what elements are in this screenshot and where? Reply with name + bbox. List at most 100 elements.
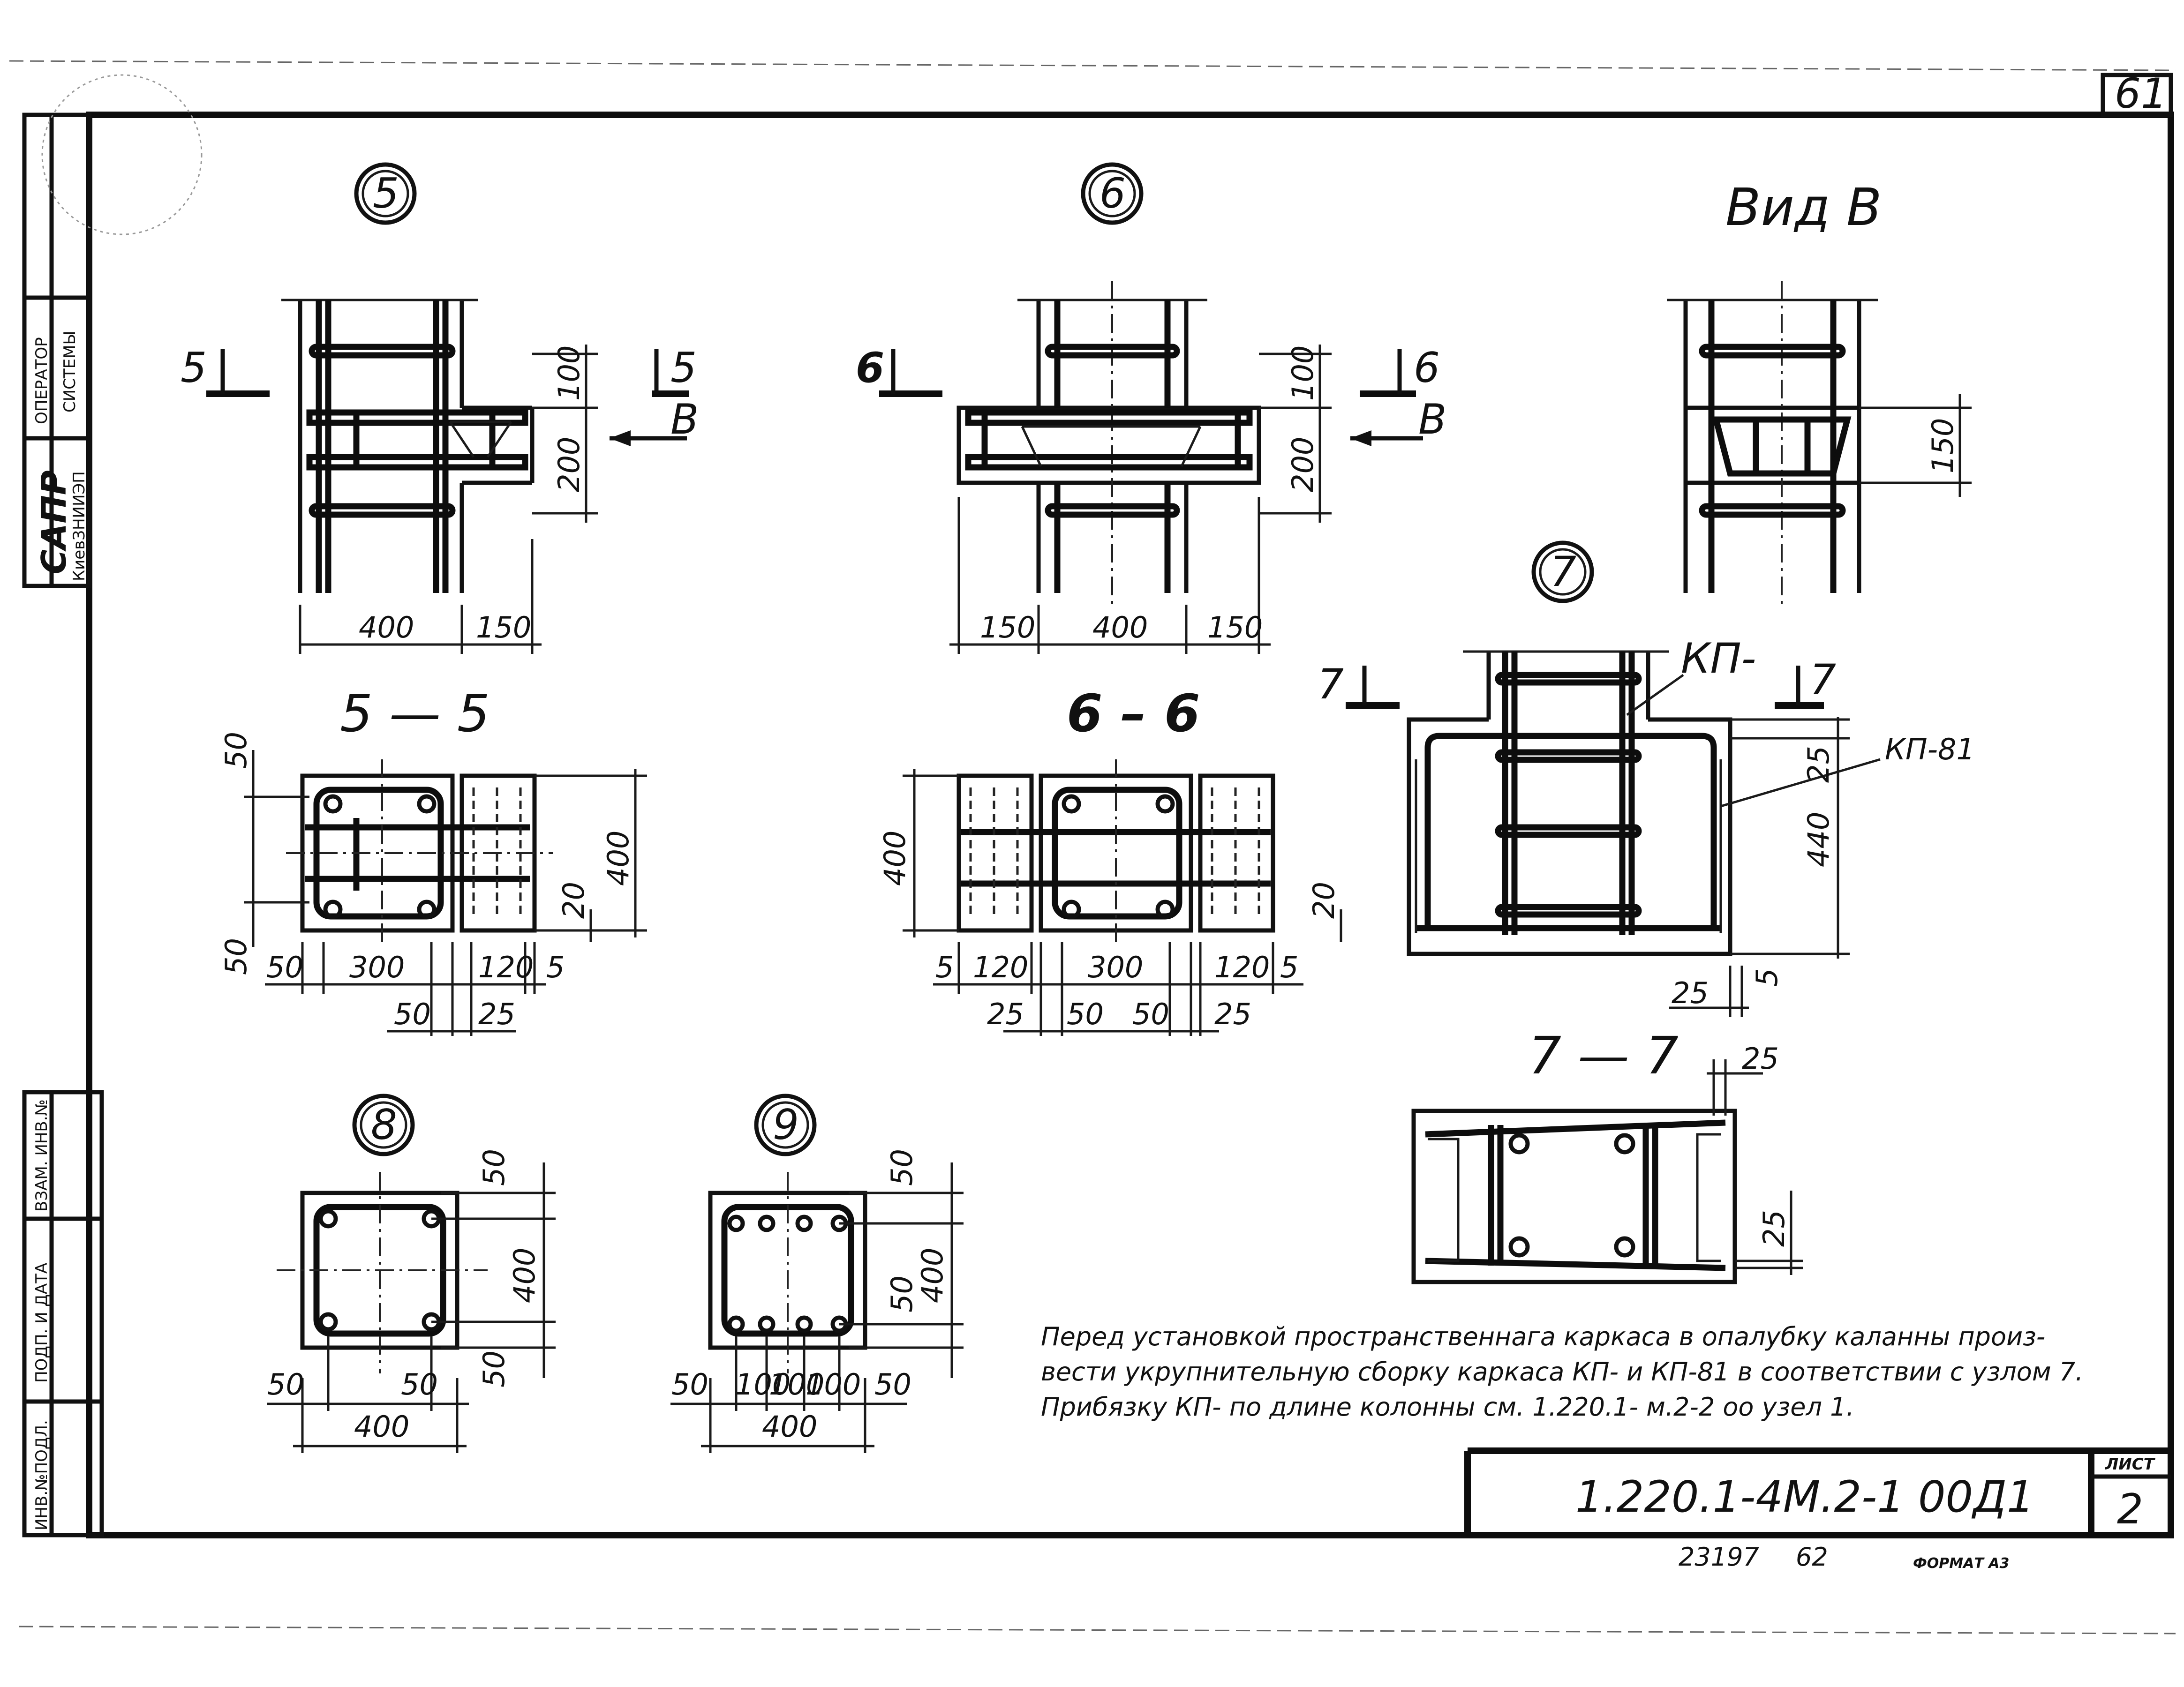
section-7-7-title: 7 — 7: [1529, 1026, 1679, 1086]
note-line-2: вести укрупнительную сборку каркаса КП- …: [1041, 1357, 2083, 1387]
s66-dim-120b: 120: [1214, 950, 1270, 984]
cut-7-left: 7: [1318, 660, 1344, 708]
s66-dim-25b: 25: [1214, 997, 1251, 1031]
n9-dim-50a: 50: [885, 1149, 919, 1186]
s55-dim-25: 25: [478, 997, 515, 1031]
bottom-number-2: 62: [1796, 1542, 1828, 1572]
n9-dim-100c: 100: [806, 1367, 861, 1402]
section-6-6-title: 6 – 6: [1067, 683, 1200, 743]
s55-dim-120: 120: [478, 950, 534, 984]
arrow-b-5: В: [670, 395, 699, 443]
n7-dim-25a: 25: [1801, 746, 1836, 783]
section-5-5: [244, 750, 647, 1036]
cut-5-left: 5: [181, 344, 207, 392]
s77-dim-25a: 25: [1742, 1042, 1779, 1076]
s66-dim-50a: 50: [1067, 997, 1104, 1031]
s66-dim-5a: 5: [935, 950, 954, 984]
n9-dim-100b: 100: [769, 1367, 824, 1402]
stamp-podp: ПОДП. И ДАТА: [32, 1263, 51, 1383]
s66-dim-50b: 50: [1132, 997, 1169, 1031]
node-5-label: 5: [373, 169, 399, 217]
n9-dim-50b: 50: [885, 1275, 919, 1312]
section-7-7: [1411, 1059, 1803, 1284]
sheet-frame: [9, 60, 2176, 1635]
n5-dim-400: 400: [359, 610, 414, 645]
n6-dim-200: 200: [1286, 437, 1320, 492]
doc-code: 1.220.1-4М.2-1 00Д1: [1575, 1472, 2034, 1522]
n9-dim-50d: 50: [874, 1367, 911, 1402]
s66-dim-400: 400: [878, 831, 912, 886]
n9-dim-400r: 400: [915, 1248, 949, 1303]
view-b: [1667, 281, 1972, 605]
list-label: ЛИСТ: [2105, 1455, 2156, 1474]
view-b-title: Вид В: [1725, 177, 1882, 237]
s55-dim-5: 5: [546, 950, 565, 984]
note-line-1: Перед установкой пространственнага карка…: [1041, 1322, 2045, 1351]
cut-6-right: 6: [1414, 344, 1440, 392]
node-6-elevation: [879, 162, 1423, 654]
n6-dim-100: 100: [1286, 345, 1320, 401]
n9-dim-100a: 100: [735, 1367, 791, 1402]
list-number: 2: [2117, 1485, 2143, 1533]
n7-dim-5: 5: [1750, 968, 1784, 987]
arrow-b-6: В: [1418, 395, 1446, 443]
s55-dim-50b: 50: [219, 938, 253, 975]
title-block: [1464, 1447, 2171, 1535]
s66-dim-5b: 5: [1280, 950, 1298, 984]
n8-dim-50c: 50: [267, 1367, 304, 1402]
stamp-vzam: ВЗАМ. ИНВ.№: [32, 1099, 51, 1212]
s55-dim-50a: 50: [219, 732, 253, 769]
n8-dim-400b: 400: [354, 1410, 409, 1444]
n7-dim-25b: 25: [1672, 976, 1709, 1010]
n5-dim-150: 150: [476, 610, 531, 645]
cut-7-right: 7: [1810, 655, 1836, 704]
stamp-org: КиевЗНИИЭП: [70, 471, 89, 581]
stamp-operator: ОПЕРАТОР: [32, 337, 51, 424]
side-stamp: [22, 74, 203, 1537]
section-6-6: [903, 759, 1342, 1036]
s66-dim-120a: 120: [973, 950, 1028, 984]
node-7-elevation: [1346, 540, 1881, 1017]
n5-dim-200: 200: [552, 437, 586, 492]
s66-dim-25a: 25: [987, 997, 1024, 1031]
node-7-label: 7: [1550, 547, 1576, 596]
s55-dim-20: 20: [557, 882, 591, 919]
n8-dim-50a: 50: [477, 1149, 511, 1186]
stamp-inv: ИНВ.№ПОДЛ.: [32, 1420, 51, 1530]
kp-label: КП-: [1681, 634, 1756, 682]
node-8-label: 8: [371, 1101, 397, 1149]
n5-dim-100: 100: [552, 345, 586, 401]
page-number: 61: [2115, 69, 2167, 118]
note-line-3: Прибязку КП- по длине колонны см. 1.220.…: [1041, 1392, 1854, 1422]
cut-6-left: 6: [856, 344, 884, 392]
n8-dim-50d: 50: [401, 1367, 438, 1402]
s55-dim-400: 400: [601, 831, 635, 886]
node-9-label: 9: [773, 1101, 799, 1149]
n8-dim-400r: 400: [507, 1248, 542, 1303]
node-8-section: [267, 1094, 556, 1453]
s55-dim-50c: 50: [266, 950, 303, 984]
stamp-system: СИСТЕМЫ: [60, 331, 79, 413]
s55-dim-50d: 50: [394, 997, 431, 1031]
n8-dim-50b: 50: [477, 1350, 511, 1387]
format-label: ФОРМАТ А3: [1913, 1555, 2009, 1572]
n9-dim-400b: 400: [762, 1410, 817, 1444]
section-5-5-title: 5 — 5: [340, 683, 490, 743]
bottom-number-1: 23197: [1679, 1542, 1759, 1572]
s66-dim-20: 20: [1307, 882, 1341, 919]
s77-dim-25b: 25: [1757, 1210, 1791, 1247]
n9-dim-50c: 50: [671, 1367, 708, 1402]
n6-dim-150a: 150: [980, 610, 1035, 645]
node-9-section: [670, 1094, 964, 1453]
s66-dim-300: 300: [1088, 950, 1143, 984]
n7-dim-440: 440: [1801, 812, 1836, 867]
s55-dim-300: 300: [349, 950, 405, 984]
cut-5-right: 5: [670, 344, 697, 392]
n6-dim-150b: 150: [1207, 610, 1263, 645]
node-5-elevation: [206, 162, 689, 654]
vb-dim-150: 150: [1926, 418, 1960, 473]
kp81-label: КП-81: [1885, 732, 1975, 766]
n6-dim-400: 400: [1092, 610, 1148, 645]
stamp-sapr: САПР: [34, 470, 74, 574]
